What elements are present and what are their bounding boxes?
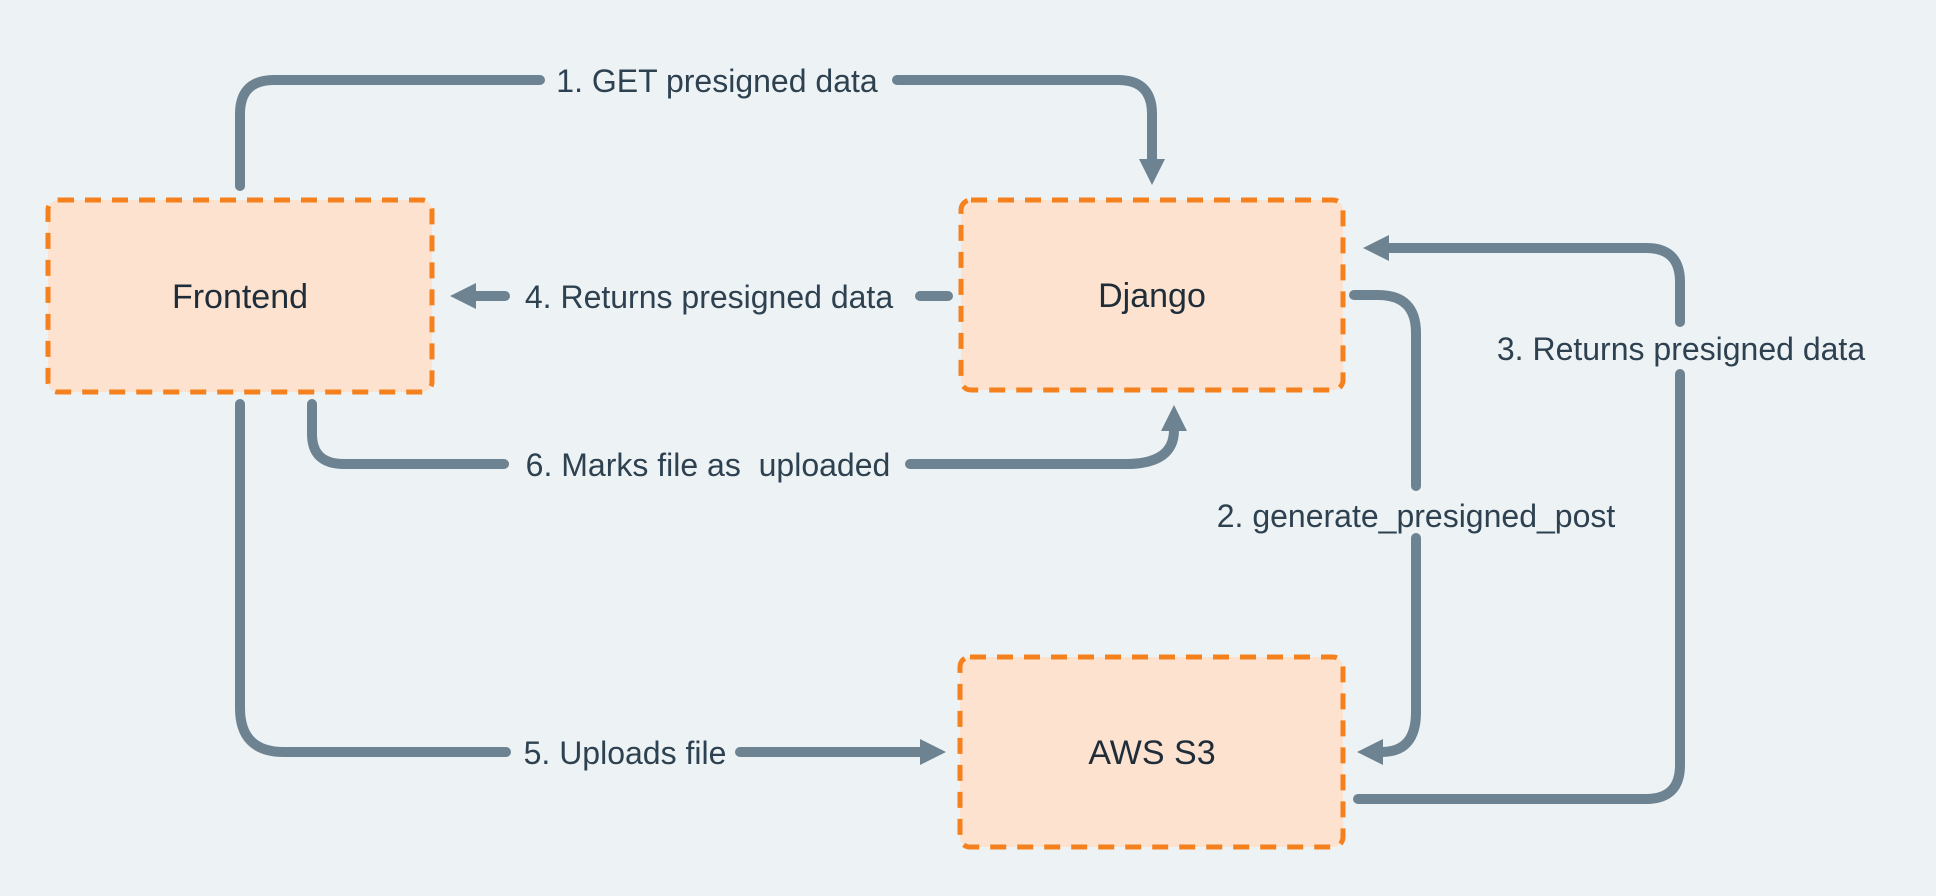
edge-2-label: 2. generate_presigned_post [1217, 498, 1616, 534]
edge-1-label: 1. GET presigned data [556, 63, 878, 99]
edge-2-generate-presigned-post: 2. generate_presigned_post [1217, 290, 1616, 765]
edge-1-get-presigned-data: 1. GET presigned data [235, 63, 1165, 191]
edge-5-label: 5. Uploads file [524, 735, 727, 771]
edge-5-segment-start [235, 399, 511, 757]
node-django: Django [958, 197, 1346, 393]
edge-6-marks-file-uploaded: 6. Marks file as uploaded [307, 399, 1187, 483]
edge-6-segment-start [307, 399, 509, 469]
edge-3-segment-end [1363, 235, 1685, 327]
edge-1-segment-end [892, 75, 1165, 185]
edge-4-label: 4. Returns presigned data [525, 279, 893, 315]
node-aws-s3-label: AWS S3 [1088, 734, 1215, 772]
node-aws-s3: AWS S3 [957, 654, 1346, 850]
edge-6-segment-end [905, 405, 1187, 469]
edge-3-label: 3. Returns presigned data [1497, 331, 1865, 367]
node-aws-s3-box [957, 654, 1346, 850]
node-django-label: Django [1098, 277, 1206, 315]
node-frontend-box [45, 197, 435, 395]
edge-4-returns-presigned-data: 4. Returns presigned data [450, 279, 953, 315]
node-django-box [958, 197, 1346, 393]
edge-3-segment-start [1353, 369, 1685, 804]
node-frontend-label: Frontend [172, 278, 308, 316]
edge-6-label: 6. Marks file as uploaded [526, 447, 891, 483]
edge-3-returns-presigned-data: 3. Returns presigned data [1353, 235, 1865, 804]
edge-2-segment-start [1349, 290, 1421, 491]
edge-5-uploads-file: 5. Uploads file [235, 399, 946, 771]
edge-1-segment-start [235, 75, 545, 191]
edge-2-segment-end [1357, 533, 1421, 765]
node-frontend: Frontend [45, 197, 435, 395]
